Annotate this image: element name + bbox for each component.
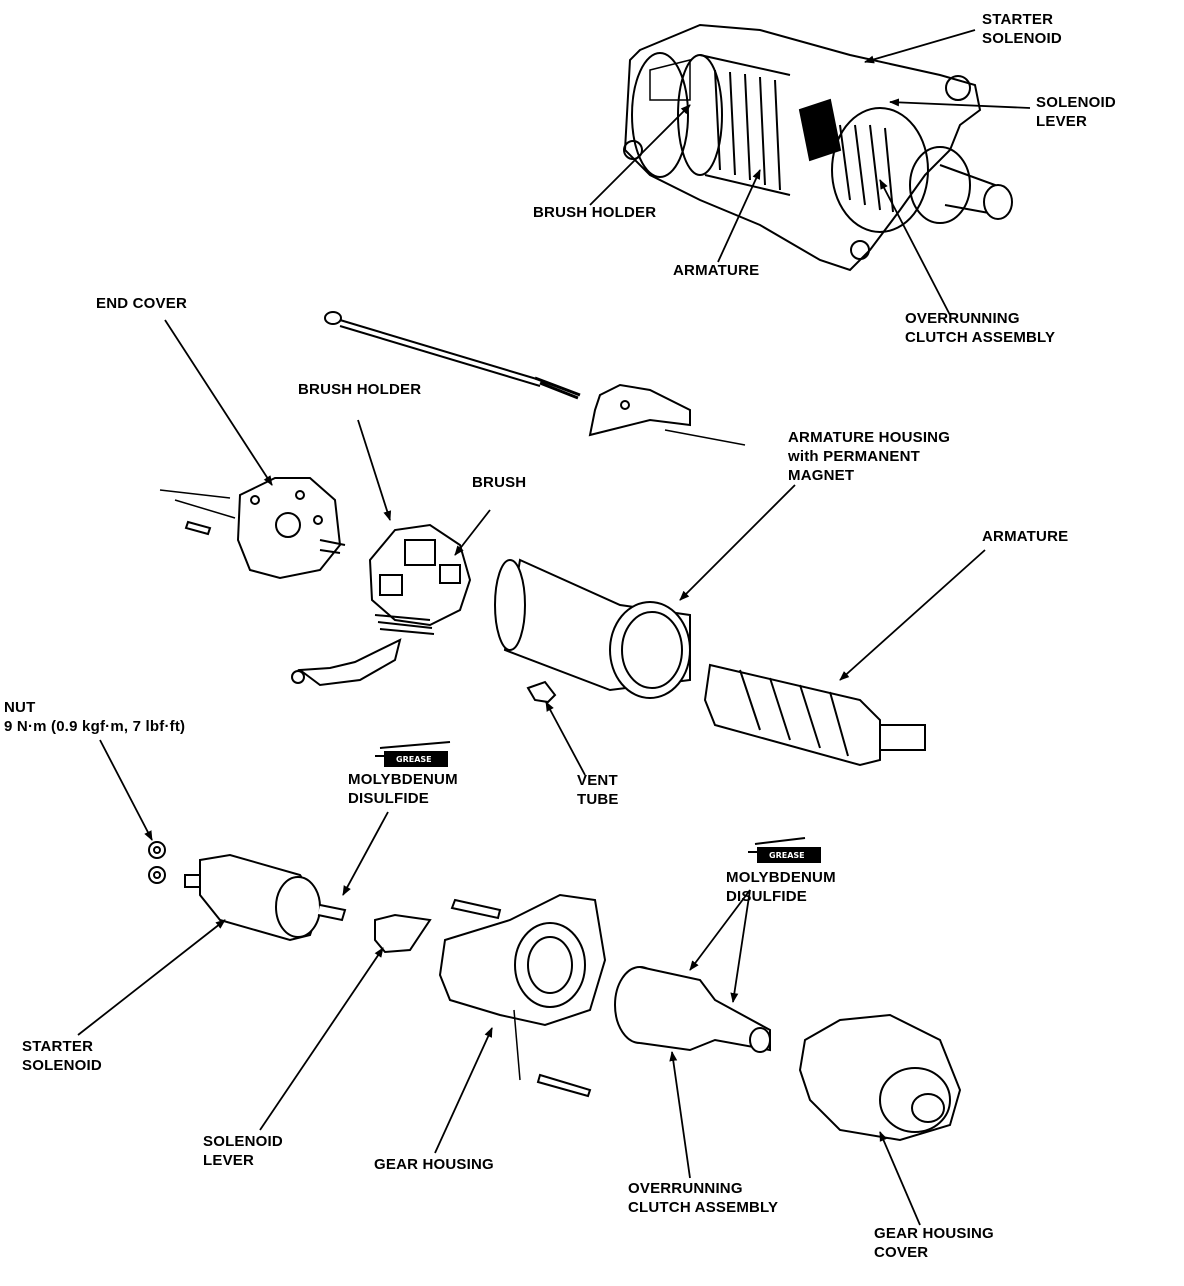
label-brush-holder-top: BRUSH HOLDER bbox=[533, 204, 657, 221]
bracket bbox=[588, 383, 691, 437]
grease-tag-1: GREASE bbox=[393, 754, 435, 766]
label-armature-top: ARMATURE bbox=[673, 262, 760, 279]
overrunning-clutch-part bbox=[614, 966, 771, 1053]
label-armature: ARMATURE bbox=[982, 528, 1069, 545]
label-brush-holder: BRUSH HOLDER bbox=[298, 381, 422, 398]
armature-part bbox=[703, 663, 926, 767]
gear-housing-part bbox=[438, 893, 607, 1098]
brush-holder-part bbox=[291, 523, 472, 687]
solenoid-lever-part bbox=[374, 913, 432, 954]
through-bolt bbox=[324, 311, 581, 400]
nuts bbox=[148, 841, 166, 884]
small-screw bbox=[184, 520, 212, 536]
assembled-starter bbox=[623, 23, 1013, 272]
vent-tube-part bbox=[526, 680, 557, 704]
end-cover bbox=[236, 477, 346, 580]
leader-lines bbox=[77, 29, 1031, 1226]
label-brush: BRUSH bbox=[472, 474, 527, 491]
grease-tag-2: GREASE bbox=[766, 850, 808, 862]
armature-housing-part bbox=[494, 558, 691, 699]
label-end-cover: END COVER bbox=[96, 295, 187, 312]
label-gear-housing: GEAR HOUSING bbox=[374, 1156, 494, 1173]
starter-solenoid-part bbox=[184, 853, 347, 942]
gear-housing-cover-part bbox=[798, 1013, 962, 1142]
